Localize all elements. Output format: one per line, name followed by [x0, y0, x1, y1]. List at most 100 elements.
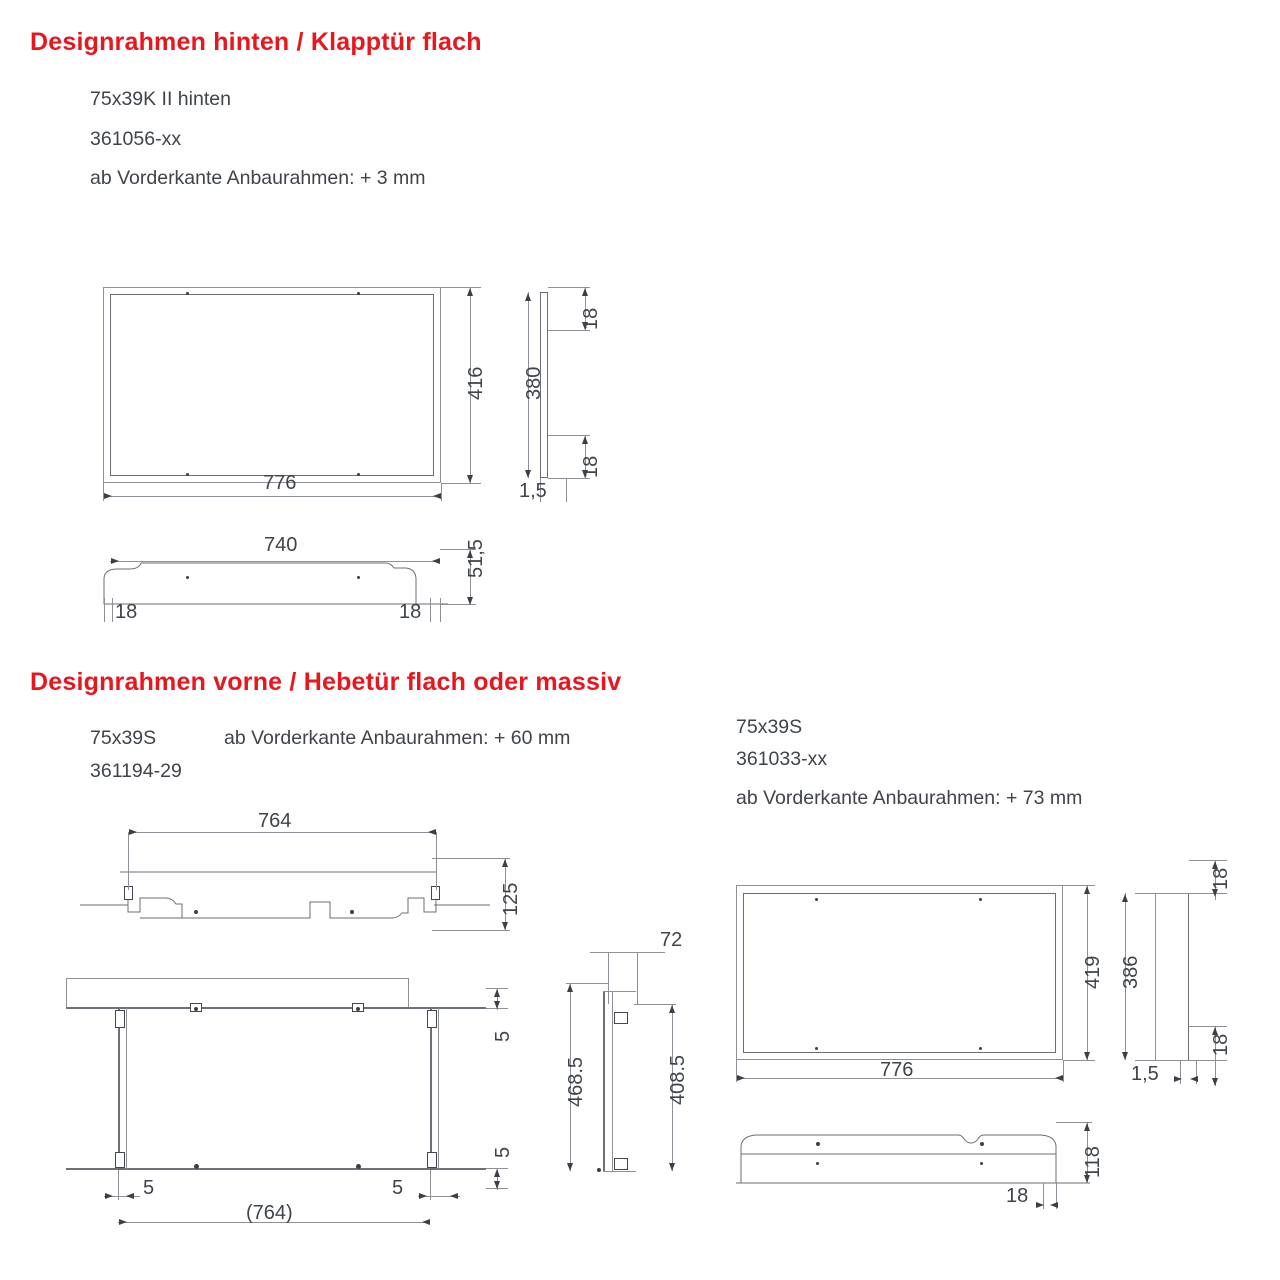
- ext-line: [430, 598, 431, 622]
- dim-right-profile-height: 118: [1082, 1146, 1104, 1178]
- ext-line: [608, 952, 609, 1004]
- dim-line: [128, 832, 436, 833]
- label-front-article: 361194-29: [90, 760, 182, 782]
- ext-line: [441, 287, 481, 288]
- dim-front-gap-right: 5: [392, 1177, 404, 1199]
- arrow: [432, 558, 440, 564]
- fixing-dot: [357, 576, 360, 579]
- ext-line: [440, 604, 476, 605]
- arrow: [450, 1193, 458, 1199]
- side-inner-edge: [612, 991, 613, 1171]
- section-title-front: Designrahmen vorne / Hebetür flach oder …: [30, 668, 622, 696]
- bracket: [614, 1158, 628, 1170]
- arrow: [582, 288, 588, 296]
- arrow: [428, 829, 436, 835]
- arrow: [1084, 886, 1090, 894]
- ext-line: [440, 598, 441, 622]
- fixing-dot: [186, 576, 189, 579]
- ext-line: [1056, 1122, 1092, 1123]
- ext-line: [1189, 1026, 1227, 1027]
- arrow: [422, 1219, 430, 1225]
- fixing-dot: [980, 1142, 984, 1146]
- ext-line: [440, 549, 476, 550]
- frame-inner-rear: [110, 294, 434, 476]
- label-rear-note: ab Vorderkante Anbaurahmen: + 3 mm: [90, 167, 426, 189]
- arrow: [1212, 1027, 1218, 1035]
- ext-line: [1189, 1060, 1227, 1061]
- dim-line: [672, 1004, 673, 1171]
- bracket: [614, 1012, 628, 1024]
- arrow: [1174, 1076, 1182, 1082]
- ext-line: [1063, 1060, 1095, 1061]
- arrow: [467, 550, 473, 558]
- frame-outer-right: [736, 885, 1063, 1060]
- fixing-dot: [194, 1007, 198, 1011]
- dim-rear-front-width: 776: [263, 472, 297, 494]
- side-inner-line: [1155, 893, 1156, 1060]
- dim-right-side-edge-lower: 18: [1210, 1033, 1232, 1056]
- frame-top-edge: [66, 1007, 486, 1009]
- bracket: [427, 1152, 437, 1168]
- dim-line: [570, 983, 571, 1171]
- arrow: [502, 859, 508, 867]
- dim-line: [418, 1196, 460, 1197]
- arrow: [1212, 889, 1218, 897]
- arrow: [105, 1193, 113, 1199]
- arrow: [525, 293, 531, 301]
- arrow: [567, 984, 573, 992]
- ext-line: [1063, 1060, 1064, 1082]
- arrow: [737, 1075, 745, 1081]
- ext-line: [1189, 893, 1227, 894]
- dim-line: [497, 988, 498, 1010]
- ext-line: [548, 478, 590, 479]
- fixing-dot: [597, 1168, 601, 1172]
- ext-line: [112, 598, 113, 622]
- label-front-right-type: 75x39S: [736, 716, 803, 738]
- arrow: [1212, 1078, 1218, 1086]
- arrow: [104, 493, 112, 499]
- ext-line: [1043, 1183, 1044, 1209]
- ext-line: [441, 483, 481, 484]
- dim-line: [528, 292, 529, 478]
- dim-right-profile-offset: 18: [1006, 1185, 1029, 1207]
- fixing-dot: [357, 473, 360, 476]
- fixing-dot: [194, 910, 198, 914]
- frame-outer-rear: [103, 287, 441, 483]
- ext-line: [540, 478, 541, 502]
- arrow: [126, 1193, 134, 1199]
- dim-front-frame-width-ref: (764): [246, 1202, 293, 1224]
- ext-line: [432, 858, 510, 859]
- ext-line: [637, 952, 638, 1004]
- ext-line: [103, 483, 104, 501]
- label-rear-article: 361056-xx: [90, 128, 182, 150]
- side-profile-right: [1188, 893, 1189, 1060]
- frame-right-edge: [430, 1008, 432, 1169]
- dim-line: [1087, 1122, 1088, 1183]
- fixing-dot: [350, 910, 354, 914]
- fixing-dot: [816, 1162, 819, 1165]
- arrow: [494, 1181, 500, 1189]
- label-rear-type: 75x39K II hinten: [90, 88, 231, 110]
- label-front-type: 75x39S: [90, 727, 157, 749]
- ext-line: [1196, 1060, 1197, 1084]
- arrow: [1190, 1076, 1198, 1082]
- dim-rear-profile-right: 18: [399, 601, 422, 623]
- dim-right-side-edge-upper: 18: [1210, 867, 1232, 890]
- frame-left-edge: [118, 1008, 120, 1169]
- arrow: [467, 475, 473, 483]
- ext-line: [566, 478, 567, 502]
- dim-line: [104, 1196, 140, 1197]
- dim-line: [1215, 1026, 1216, 1086]
- arrow: [467, 597, 473, 605]
- dim-line: [736, 1078, 1063, 1079]
- frame-inner-line: [438, 1008, 439, 1169]
- dim-rear-profile-width: 740: [264, 534, 298, 556]
- arrow: [1122, 1052, 1128, 1060]
- ext-line: [486, 988, 508, 989]
- arrow: [467, 288, 473, 296]
- dim-line: [1087, 885, 1088, 1060]
- bracket: [431, 886, 440, 900]
- arrow: [111, 558, 119, 564]
- fixing-dot: [979, 898, 982, 901]
- profile-outline-right: [736, 1134, 1090, 1184]
